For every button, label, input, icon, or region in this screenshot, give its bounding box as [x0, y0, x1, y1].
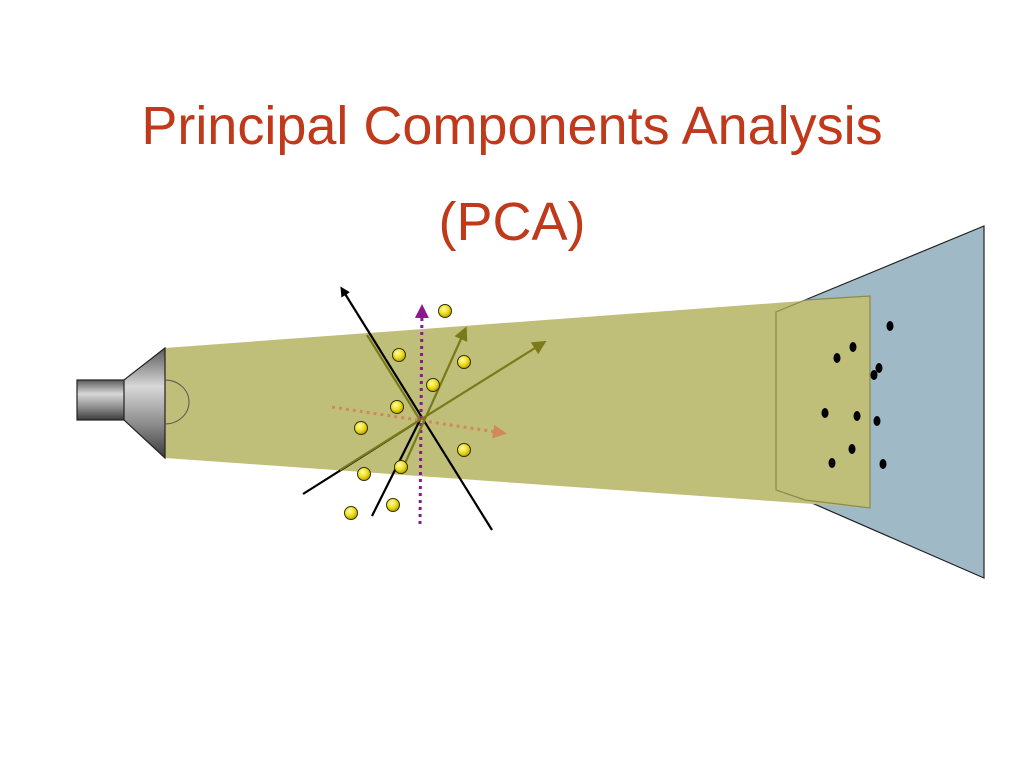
projected-point [873, 416, 881, 426]
slide-title: Principal Components Analysis (PCA) [0, 78, 1024, 270]
data-point [386, 498, 400, 512]
projected-point [875, 363, 883, 373]
title-line-2: (PCA) [438, 192, 586, 252]
data-point [394, 460, 408, 474]
projected-point [848, 444, 856, 454]
projected-point [886, 321, 894, 331]
data-point [354, 421, 368, 435]
data-point [357, 467, 371, 481]
projected-point [879, 459, 887, 469]
flashlight-icon [76, 346, 190, 460]
principal-component-2 [400, 326, 468, 471]
projected-point [828, 458, 836, 468]
projected-point [849, 342, 857, 352]
beam-projection-outline [775, 295, 871, 509]
light-beam [165, 296, 870, 508]
title-line-1: Principal Components Analysis [141, 96, 883, 156]
data-point [426, 378, 440, 392]
data-point [438, 304, 452, 318]
projected-point [833, 353, 841, 363]
original-axis-y [414, 304, 429, 525]
principal-component-diag [366, 334, 421, 421]
projected-point [853, 411, 861, 421]
alternate-axis-1 [340, 286, 493, 531]
data-point [392, 348, 406, 362]
projected-point [821, 408, 829, 418]
data-point [457, 355, 471, 369]
data-point [457, 443, 471, 457]
projected-points [821, 321, 894, 469]
principal-component-1 [339, 340, 547, 471]
data-point [344, 506, 358, 520]
data-point [390, 400, 404, 414]
projected-point [870, 370, 878, 380]
data-points [344, 304, 471, 520]
original-axis-x [331, 405, 507, 439]
